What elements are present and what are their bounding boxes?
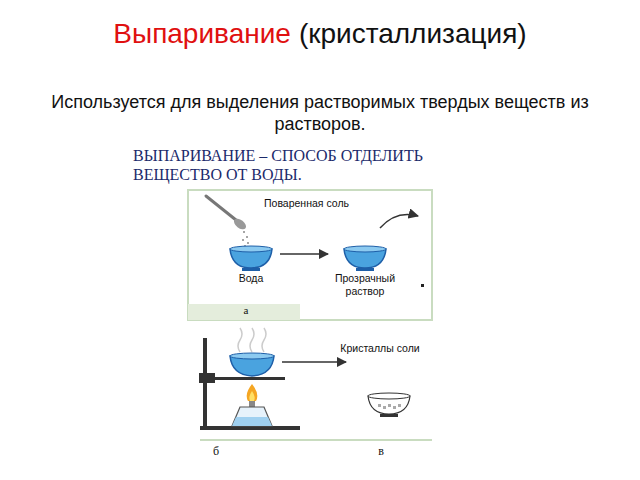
title: Выпаривание (113, 18, 291, 50)
definition: ВЫПАРИВАНИЕ – СПОСОБ ОТДЕЛИТЬ ВЕЩЕСТВО О… (133, 146, 493, 184)
part-label: Вода (226, 272, 276, 285)
part-label: Прозрачный раствор (322, 272, 408, 297)
panel-letter: в (371, 444, 391, 458)
heading: Выпаривание(кристаллизация) (0, 18, 640, 50)
part-label: Поваренная соль (264, 197, 374, 210)
part-label: Кристаллы соли (340, 342, 420, 355)
panel-letter: б (206, 444, 226, 458)
title-suffix: (кристаллизация) (299, 18, 527, 50)
subtitle: Используется для выделения растворимых т… (5, 92, 635, 135)
panel-letter: а (236, 304, 256, 317)
